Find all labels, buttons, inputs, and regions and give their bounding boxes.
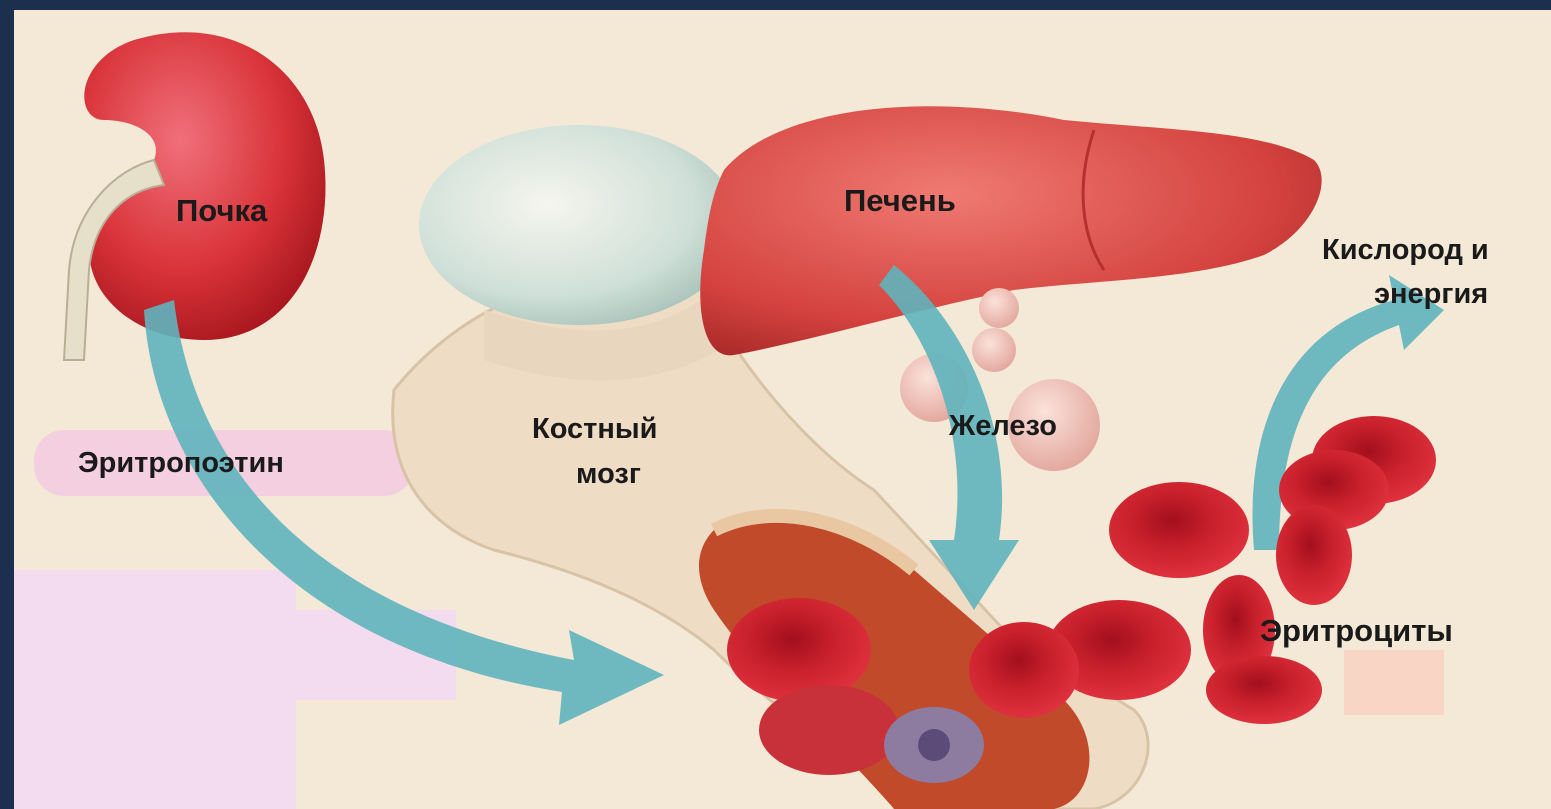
iron-label: Железо <box>949 410 1057 443</box>
oxygen-label-line2: энергия <box>1374 278 1488 311</box>
oxygen-label-line1: Кислород и <box>1322 234 1489 267</box>
bone-marrow-label-line1: Костный <box>532 413 657 446</box>
diagram-canvas: Почка Печень Кислород и энергия Эритропо… <box>14 10 1551 809</box>
bone-marrow-label-line2: мозг <box>576 458 641 491</box>
liver-label: Печень <box>844 183 956 219</box>
erythrocytes-label: Эритроциты <box>1260 613 1453 649</box>
kidney-label: Почка <box>176 193 267 229</box>
erythropoietin-label: Эритропоэтин <box>78 447 284 480</box>
diagram-illustration <box>14 10 1551 809</box>
